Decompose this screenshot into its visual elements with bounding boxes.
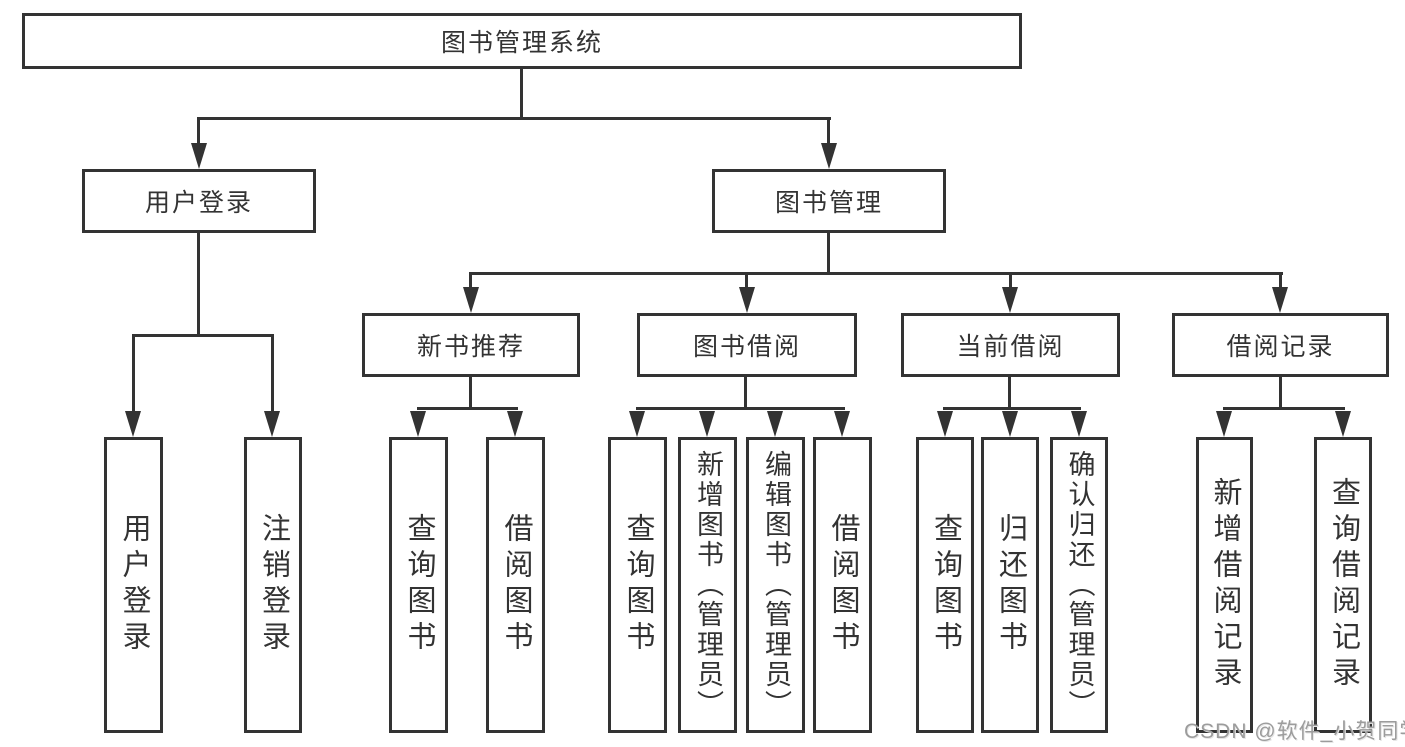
node-user-login: 用户登录 xyxy=(82,169,316,233)
arrowhead-down xyxy=(463,287,479,313)
node-label: 新书推荐 xyxy=(416,333,525,361)
leaf-user-login: 用户登录 xyxy=(104,437,163,733)
connector-root-stub xyxy=(520,69,523,119)
node-borrow-record: 借阅记录 xyxy=(1172,313,1389,377)
connector-drop xyxy=(271,334,274,414)
connector-stub xyxy=(469,377,472,410)
connector-rail xyxy=(417,407,518,410)
connector-drop xyxy=(132,334,135,414)
connector-book-mgmt-stub xyxy=(827,233,830,275)
node-label: 图书管理系统 xyxy=(440,29,603,57)
node-book-borrow: 图书借阅 xyxy=(637,313,857,377)
connector-stub xyxy=(1279,377,1282,410)
node-library-system: 图书管理系统 xyxy=(22,13,1022,69)
leaf-confirm-return-admin: 确认归还（管理员） xyxy=(1050,437,1108,733)
leaf-add-borrow-record: 新增借阅记录 xyxy=(1196,437,1253,733)
arrowhead-down xyxy=(937,411,953,437)
connector-rail xyxy=(943,407,1081,410)
node-new-book-recommend: 新书推荐 xyxy=(362,313,580,377)
node-label: 图书借阅 xyxy=(692,333,801,361)
leaf-edit-book-admin: 编辑图书（管理员） xyxy=(746,437,805,733)
arrowhead-down xyxy=(507,411,523,437)
connector-level2-rail xyxy=(197,117,831,120)
leaf-label: 查询借阅记录 xyxy=(1327,477,1360,693)
arrowhead-down xyxy=(767,411,783,437)
arrowhead-down xyxy=(834,411,850,437)
csdn-watermark: CSDN @软件_小贺同学 xyxy=(1184,720,1405,743)
leaf-label: 查询图书 xyxy=(929,513,962,657)
arrowhead-down xyxy=(739,287,755,313)
leaf-return-book: 归还图书 xyxy=(981,437,1039,733)
connector-stub xyxy=(744,377,747,410)
leaf-label: 归还图书 xyxy=(994,513,1027,657)
connector-user-login-rail xyxy=(132,334,274,337)
leaf-label: 编辑图书（管理员） xyxy=(761,450,791,720)
leaf-label: 用户登录 xyxy=(118,513,150,657)
leaf-query-book-borrow: 查询图书 xyxy=(608,437,667,733)
node-label: 当前借阅 xyxy=(956,333,1065,361)
arrowhead-down xyxy=(125,411,141,437)
connector-drop xyxy=(469,272,472,292)
leaf-logout: 注销登录 xyxy=(244,437,302,733)
leaf-label: 借阅图书 xyxy=(500,513,532,657)
connector-level3-rail xyxy=(469,272,1283,275)
connector-rail xyxy=(636,407,845,410)
arrowhead-down xyxy=(1216,411,1232,437)
node-label: 用户登录 xyxy=(144,189,253,217)
arrowhead-down xyxy=(264,411,280,437)
arrowhead-down xyxy=(1272,287,1288,313)
arrowhead-down xyxy=(1002,411,1018,437)
connector-drop xyxy=(827,117,830,147)
arrowhead-down xyxy=(1335,411,1351,437)
arrowhead-down xyxy=(629,411,645,437)
connector-drop xyxy=(1279,272,1282,292)
leaf-label: 查询图书 xyxy=(622,513,654,657)
arrowhead-down xyxy=(699,411,715,437)
leaf-label: 新增图书（管理员） xyxy=(693,450,723,720)
leaf-borrow-book-recommend: 借阅图书 xyxy=(486,437,545,733)
connector-stub xyxy=(1008,377,1011,410)
connector-rail xyxy=(1223,407,1345,410)
leaf-label: 确认归还（管理员） xyxy=(1064,450,1095,720)
arrowhead-down xyxy=(1071,411,1087,437)
arrowhead-down xyxy=(1002,287,1018,313)
leaf-query-book-recommend: 查询图书 xyxy=(389,437,448,733)
connector-drop xyxy=(1009,272,1012,292)
leaf-borrow-book: 借阅图书 xyxy=(813,437,872,733)
connector-drop xyxy=(197,117,200,147)
connector-drop xyxy=(745,272,748,292)
leaf-label: 查询图书 xyxy=(403,513,435,657)
leaf-query-book-current: 查询图书 xyxy=(916,437,974,733)
node-current-borrow: 当前借阅 xyxy=(901,313,1120,377)
arrowhead-down xyxy=(191,143,207,169)
arrowhead-down xyxy=(821,143,837,169)
leaf-label: 新增借阅记录 xyxy=(1209,477,1241,693)
leaf-add-book-admin: 新增图书（管理员） xyxy=(678,437,737,733)
connector-user-login-stub xyxy=(197,233,200,337)
arrowhead-down xyxy=(410,411,426,437)
leaf-query-borrow-record: 查询借阅记录 xyxy=(1314,437,1372,733)
leaf-label: 注销登录 xyxy=(257,513,290,657)
leaf-label: 借阅图书 xyxy=(827,513,859,657)
node-book-management: 图书管理 xyxy=(712,169,946,233)
node-label: 图书管理 xyxy=(774,189,883,217)
node-label: 借阅记录 xyxy=(1226,333,1335,361)
